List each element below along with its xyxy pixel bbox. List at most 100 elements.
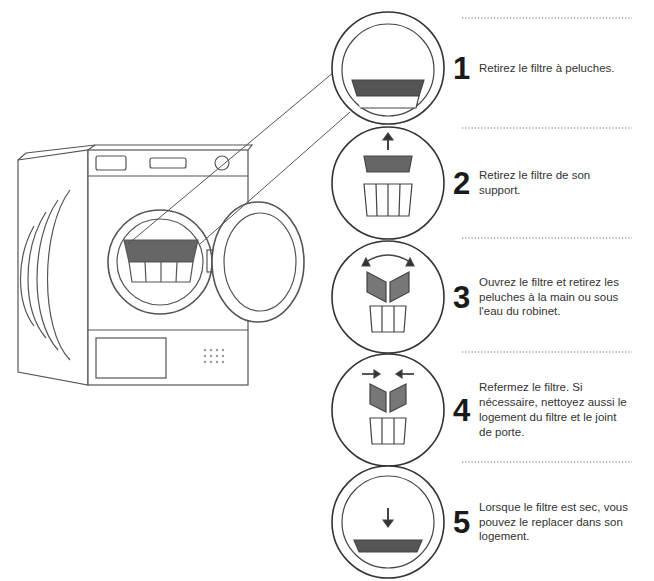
step4-illustration (381, 418, 382, 444)
dryer-illustration (150, 158, 186, 168)
dryer-illustration (88, 175, 248, 176)
leader-line (128, 72, 350, 244)
dryer-illustration (96, 338, 166, 378)
dotted-separator (462, 127, 632, 128)
step3-illustration (393, 306, 394, 332)
dryer-illustration (88, 145, 95, 150)
dryer-illustration (21, 226, 35, 326)
dryer-illustration (129, 262, 193, 282)
dryer-illustration (204, 355, 206, 357)
step1-illustration (342, 24, 434, 116)
step3-illustration (362, 258, 370, 266)
step2-illustration (387, 184, 388, 216)
step4-illustration (370, 418, 406, 444)
dryer-illustration (145, 262, 146, 282)
step5-illustration (342, 476, 434, 568)
circle-outline (332, 12, 444, 124)
step3-illustration (381, 306, 382, 332)
circle-outline (331, 126, 445, 240)
circle-outline (332, 127, 444, 239)
step-circle: 3Ouvrez le filtre et retirez les peluche… (331, 240, 445, 354)
step1-illustration (342, 24, 434, 116)
callout-number: 4 (453, 395, 470, 426)
step-circle: 2Retirez le filtre de son support. (331, 126, 445, 240)
dryer-illustration (216, 355, 218, 357)
circle-outline (331, 353, 445, 467)
step-instruction: Lorsque le filtre est sec, vous pouvez l… (479, 500, 629, 545)
callout-number: 1 (453, 53, 470, 84)
step2-illustration (364, 156, 412, 172)
dryer-illustration (224, 213, 296, 311)
step2-illustration (376, 184, 377, 216)
circle-outline (332, 241, 444, 353)
dryer-illustration (18, 150, 88, 385)
callout-number: 2 (453, 168, 470, 199)
dryer-illustration (210, 361, 212, 363)
dryer-illustration (212, 202, 304, 322)
step-instruction: Retirez le filtre à peluches. (479, 61, 629, 76)
dryer-illustration (88, 329, 248, 330)
dotted-separator (462, 461, 632, 462)
dryer-illustration (176, 262, 177, 282)
circle-outline (331, 240, 445, 354)
step-instruction: Ouvrez le filtre et retirez les peluches… (479, 275, 629, 320)
circle-outline (332, 466, 444, 578)
dryer-illustration (210, 349, 212, 351)
step4-illustration (393, 418, 394, 444)
dotted-separator (462, 18, 632, 462)
dryer-illustration (28, 212, 46, 338)
step2-illustration (399, 184, 400, 216)
step5-illustration (387, 508, 389, 522)
dryer-illustration (222, 355, 224, 357)
dryer-illustration (216, 361, 218, 363)
dryer-illustration (222, 349, 224, 351)
step2-illustration (383, 133, 393, 140)
step3-illustration (367, 272, 386, 302)
dryer-illustration (204, 349, 224, 363)
dotted-separator (462, 17, 632, 18)
step-circle: 5Lorsque le filtre est sec, vous pouvez … (331, 465, 445, 579)
step4-illustration (396, 370, 402, 378)
dryer-illustration (96, 156, 126, 170)
dryer-illustration (204, 361, 206, 363)
step4-illustration (362, 373, 376, 375)
step5-illustration (354, 540, 422, 552)
step4-illustration (362, 370, 414, 444)
step4-illustration (370, 384, 386, 412)
dotted-separator (462, 237, 632, 238)
step2-illustration (387, 136, 389, 150)
step3-illustration (366, 255, 410, 262)
dryer-illustration (108, 210, 212, 314)
leader-line (128, 72, 334, 244)
step3-illustration (362, 255, 414, 332)
dryer-illustration (48, 190, 71, 360)
leader-line (200, 112, 350, 244)
dryer-illustration (160, 262, 161, 282)
circle-outline (331, 11, 445, 125)
dryer-illustration (216, 349, 218, 351)
callout-number: 3 (453, 282, 470, 313)
dryer-illustration (204, 349, 206, 351)
step3-illustration (370, 306, 406, 332)
step4-illustration (390, 384, 406, 412)
dryer-illustration (18, 145, 304, 385)
step1-illustration (352, 80, 424, 96)
step1-illustration (357, 96, 419, 108)
step3-illustration (390, 272, 409, 302)
step2-illustration (364, 184, 412, 216)
step-circle: 1Retirez le filtre à peluches. (331, 11, 445, 125)
dryer-illustration (222, 361, 224, 363)
circle-outline (332, 354, 444, 466)
dryer-illustration (210, 355, 212, 357)
dryer-illustration (215, 156, 229, 170)
step2-illustration (364, 133, 412, 216)
step3-illustration (406, 258, 414, 266)
step4-illustration (374, 370, 380, 378)
dotted-separator (462, 351, 632, 352)
step4-illustration (400, 373, 414, 375)
step-instruction: Retirez le filtre de son support. (479, 168, 629, 198)
step-circle: 4Refermez le filtre. Si nécessaire, nett… (331, 353, 445, 467)
